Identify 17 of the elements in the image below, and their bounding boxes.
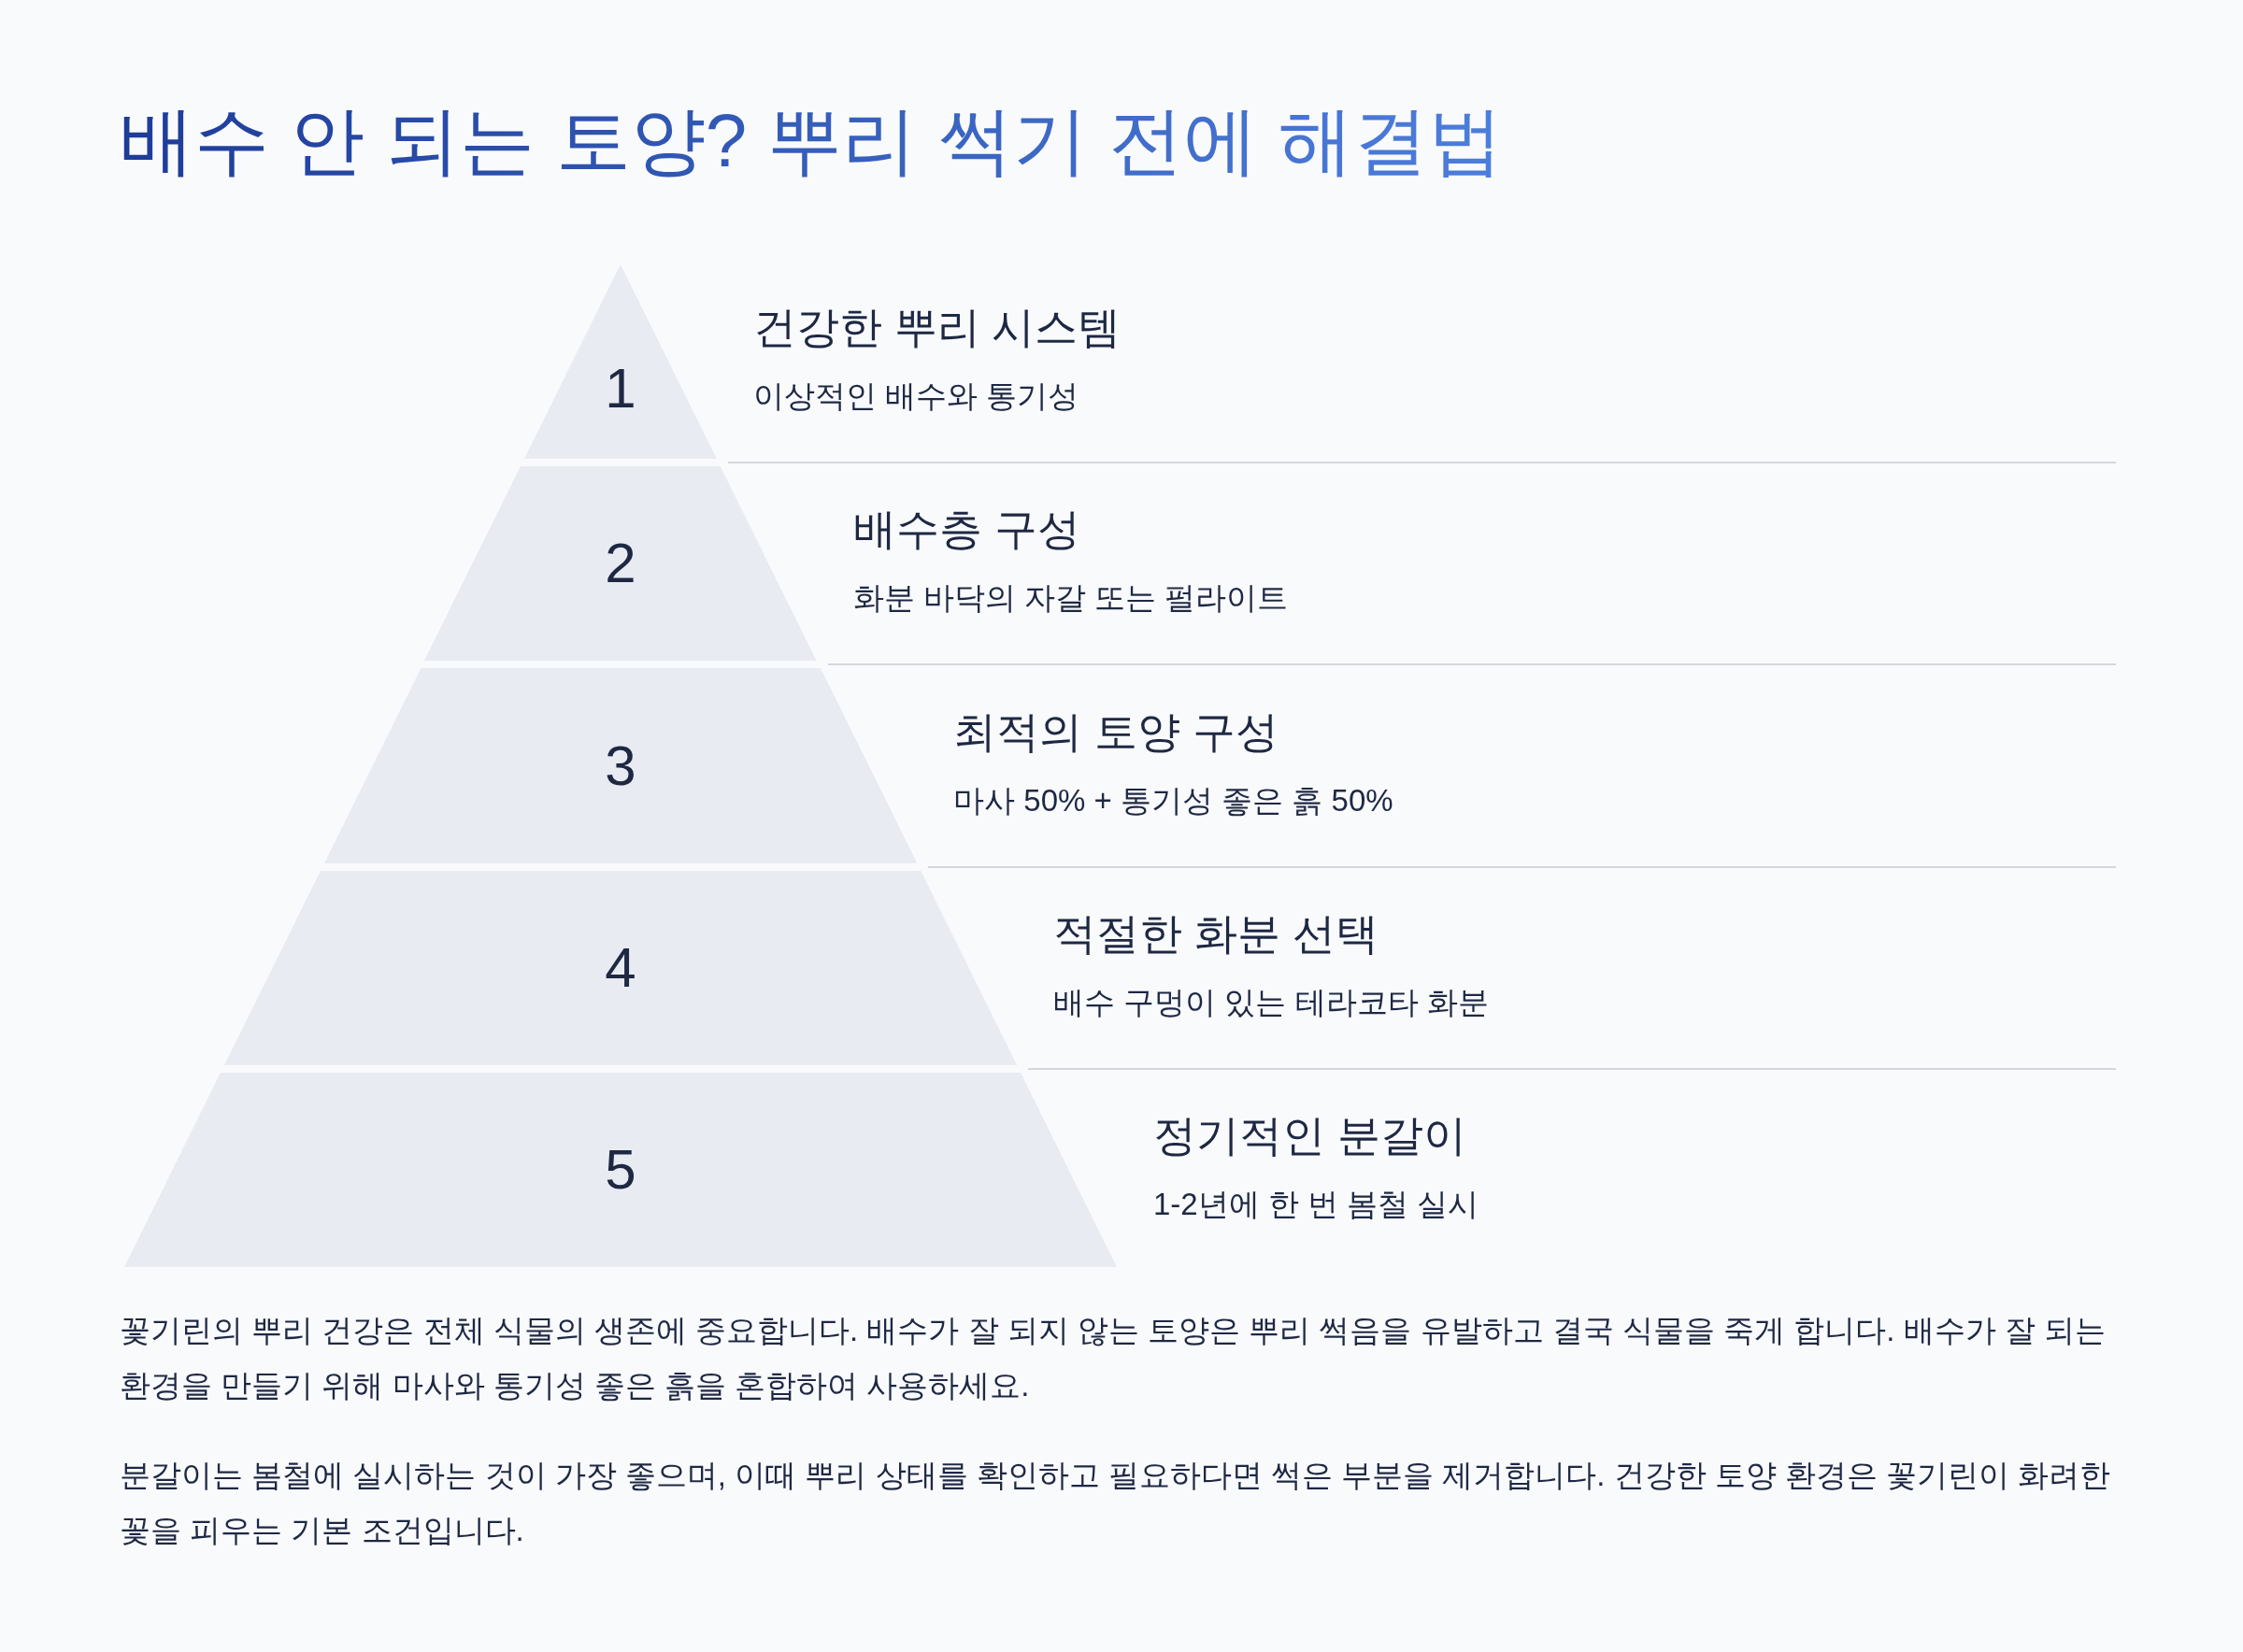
tier-number: 5 [605,1140,636,1200]
tier-heading: 배수층 구성 [852,504,1080,555]
tier-heading: 건강한 뿌리 시스템 [752,302,1122,353]
tier-heading: 최적의 토양 구성 [953,705,1279,758]
tier-number: 4 [605,938,636,998]
tier-description: 1-2년에 한 번 봄철 실시 [1153,1186,1479,1223]
tier-number: 2 [605,534,636,593]
tier-description: 배수 구멍이 있는 테라코타 화분 [1053,984,1489,1021]
tier-description: 마사 50% + 통기성 좋은 흙 50% [953,781,1393,819]
tier-heading: 정기적인 분갈이 [1153,1110,1466,1161]
tier-description: 화분 바닥의 자갈 또는 펄라이트 [852,579,1289,617]
paragraph: 꽃기린의 뿌리 건강은 전체 식물의 생존에 중요합니다. 배수가 잘 되지 않는 토양은 뿌리 썩음을 유발하고 결국 식물을 죽게 합니다. 배수가 잘 되는 환경을 만들기 위해 마사와 통기성 좋은 흙을 혼합하여 사용하세요. [120,1312,2107,1404]
paragraph: 분갈이는 봄철에 실시하는 것이 가장 좋으며, 이때 뿌리 상태를 확인하고 필요하다면 썩은 부분을 제거합니다. 건강한 토양 환경은 꽃기린이 화려한 꽃을 피우는 기본 조건입니다. [120,1457,2112,1549]
tier-description: 이상적인 배수와 통기성 [752,377,1079,415]
tier-number: 1 [605,359,636,420]
tier-heading: 적절한 화분 선택 [1053,908,1379,960]
tier-number: 3 [605,735,636,796]
